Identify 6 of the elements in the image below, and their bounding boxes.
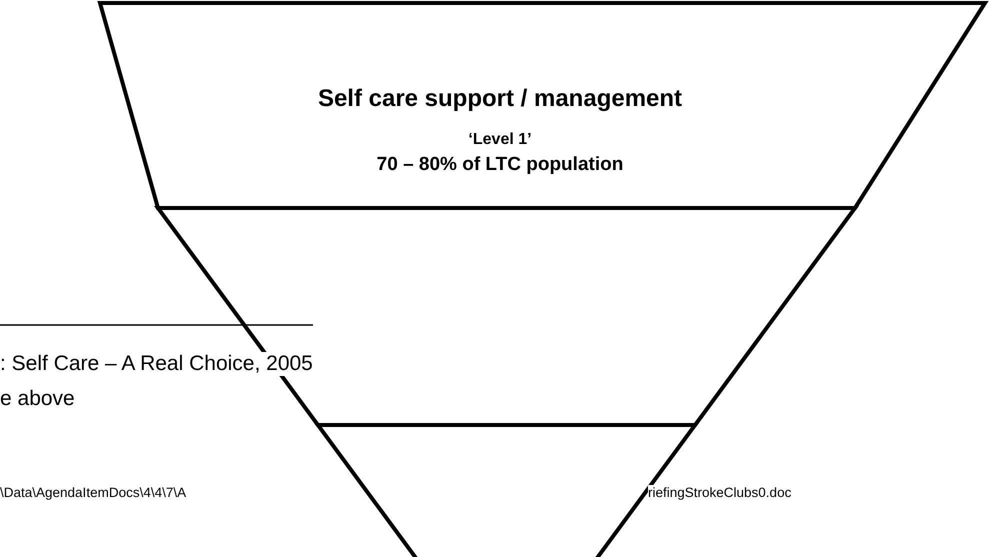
footnote-text: : Self Care – A Real Choice, 2005 [0, 352, 313, 376]
file-path-text: \Data\AgendaItemDocs\4\4\7\A [0, 485, 186, 500]
percentage-label: 70 – 80% of LTC population [376, 154, 624, 176]
band-heading: Self care support / management [316, 85, 684, 113]
level-label: ‘Level 1’ [467, 131, 533, 149]
file-path-text: riefingStrokeClubs0.doc [648, 485, 792, 500]
